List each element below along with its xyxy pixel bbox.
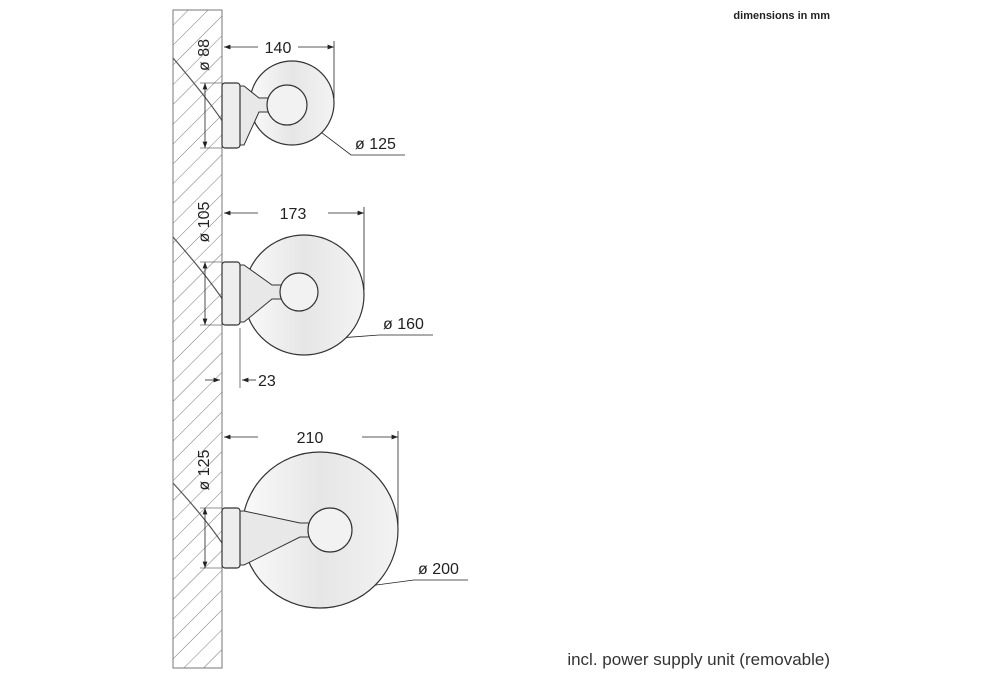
base-diameter-dimension: ø 88 bbox=[196, 39, 213, 71]
cable bbox=[172, 482, 223, 544]
wall-base bbox=[221, 261, 241, 326]
wall-base bbox=[221, 507, 241, 569]
bulb bbox=[307, 507, 353, 553]
units-note: dimensions in mm bbox=[733, 10, 830, 22]
projection-dimension: 210 bbox=[297, 430, 324, 447]
wall-base bbox=[221, 82, 241, 149]
cable bbox=[172, 57, 223, 121]
bulb bbox=[266, 84, 308, 126]
globe-diameter-label: ø 200 bbox=[418, 561, 459, 578]
base-diameter-dimension: ø 105 bbox=[196, 201, 213, 242]
lamp-3: 210 ø 125 ø 200 bbox=[172, 430, 468, 609]
cable bbox=[172, 236, 223, 299]
projection-dimension: 140 bbox=[265, 40, 292, 57]
base-depth-dimension: 23 bbox=[258, 373, 276, 390]
globe-diameter-label: ø 125 bbox=[355, 136, 396, 153]
projection-dimension: 173 bbox=[280, 206, 307, 223]
wall-section bbox=[172, 9, 223, 669]
bulb bbox=[279, 272, 319, 312]
lamp-2: 173 ø 105 ø 160 23 bbox=[172, 201, 433, 390]
footer-note: incl. power supply unit (removable) bbox=[567, 650, 830, 669]
base-diameter-dimension: ø 125 bbox=[196, 449, 213, 490]
globe-diameter-label: ø 160 bbox=[383, 316, 424, 333]
lamp-1: 140 ø 88 ø 125 bbox=[172, 39, 405, 156]
